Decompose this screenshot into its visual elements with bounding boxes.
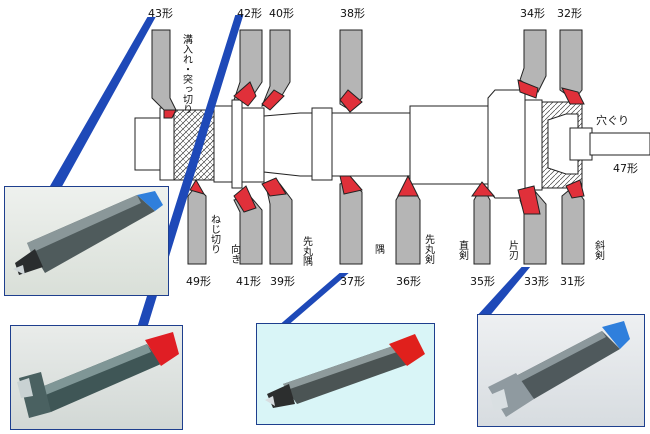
name-sakimaru-ken: 先丸剣	[423, 234, 435, 265]
tool-42-tip	[233, 81, 257, 107]
name-mizo: 溝入れ・突っ切り	[181, 33, 193, 114]
name-kataba: 片刃	[507, 239, 519, 261]
label-32: 32形	[557, 7, 582, 20]
tools-bottom	[187, 174, 585, 265]
name-choku-ken: 直剣	[457, 239, 469, 261]
tool-photo-image	[265, 334, 425, 408]
labels: 43形 42形 40形 38形 34形 32形 49形 41形 39形 37形 …	[148, 7, 638, 288]
label-41: 41形	[236, 275, 261, 288]
label-47: 47形	[613, 162, 638, 175]
name-sakimaru-sumi: 先丸隅	[301, 236, 313, 267]
label-38: 38形	[340, 7, 365, 20]
label-37: 37形	[340, 275, 365, 288]
tool-37-tip	[339, 175, 363, 195]
tool-35	[473, 184, 491, 265]
tool-41-tip	[233, 185, 257, 213]
tool-43	[151, 29, 177, 111]
photo-43	[4, 186, 169, 296]
tool-38-tip	[339, 89, 363, 113]
tool-49-tip	[189, 179, 206, 195]
label-31: 31形	[560, 275, 585, 288]
label-39: 39形	[270, 275, 295, 288]
tool-39-tip	[261, 177, 287, 197]
name-shaken: 斜剣	[593, 239, 605, 261]
label-49: 49形	[186, 275, 211, 288]
tool-49	[187, 185, 207, 265]
name-muki: 向き	[229, 243, 241, 264]
tool-36-tip	[397, 174, 419, 197]
tool-33-tip	[517, 185, 541, 215]
label-36: 36形	[396, 275, 421, 288]
name-neji: ねじ切り	[209, 214, 221, 254]
photo-33	[477, 314, 645, 427]
label-42: 42形	[237, 7, 262, 20]
tool-35-tip	[471, 181, 496, 197]
photo-49	[10, 325, 183, 430]
tool-31-tip	[565, 179, 585, 199]
photo-37	[256, 323, 435, 425]
tool-34	[519, 29, 547, 93]
tool-34-tip	[517, 79, 539, 99]
label-35: 35形	[470, 275, 495, 288]
label-33: 33形	[524, 275, 549, 288]
tool-32-tip	[561, 87, 585, 105]
tool-photo-image	[13, 191, 163, 275]
tool-photo-image	[17, 332, 179, 418]
tool-43-tip	[163, 109, 177, 119]
label-43: 43形	[148, 7, 173, 20]
label-34: 34形	[520, 7, 545, 20]
label-40: 40形	[269, 7, 294, 20]
tool-40-tip	[261, 89, 285, 111]
workpiece	[134, 89, 650, 199]
tool-photo-image	[488, 321, 630, 417]
name-anaguri: 穴ぐり	[596, 113, 629, 127]
name-sumi: 隅	[373, 244, 385, 255]
tools-top	[151, 29, 585, 119]
